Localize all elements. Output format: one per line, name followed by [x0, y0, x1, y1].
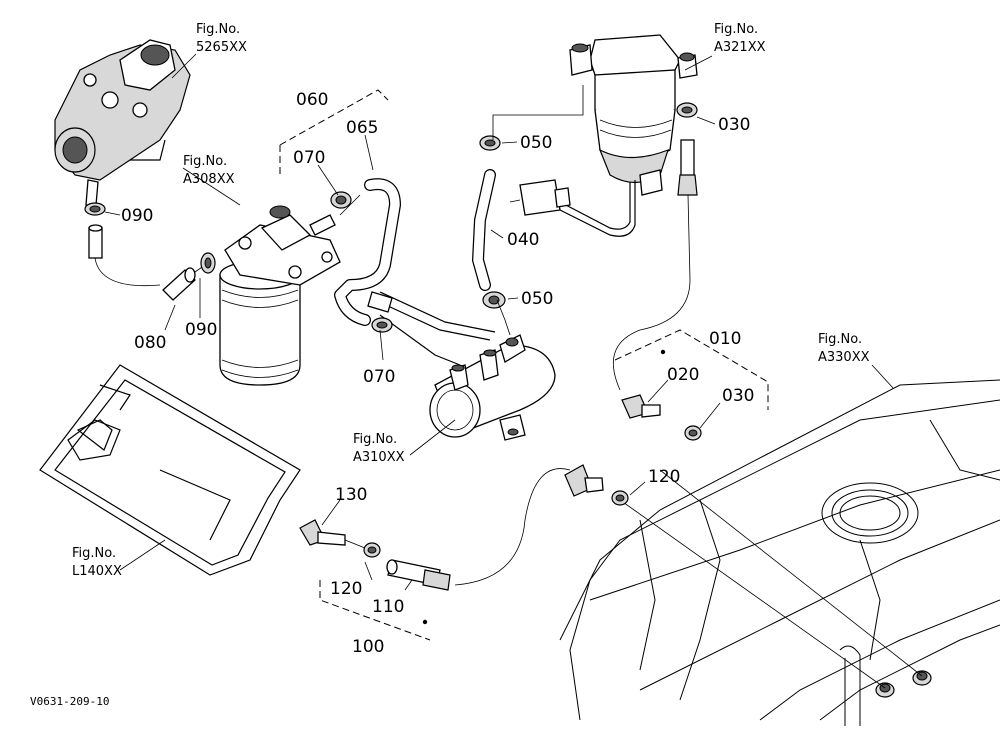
- fuel-pump-illustration: [367, 291, 556, 441]
- part-label-090-lower[interactable]: 090: [185, 320, 217, 340]
- hose-clamp-120-lower: [363, 542, 381, 558]
- hose-clamp-030-upper: [676, 102, 698, 118]
- part-label-120-lower[interactable]: 120: [330, 579, 362, 599]
- fig-ref-prefix: Fig.No.: [353, 432, 397, 447]
- part-label-070-upper[interactable]: 070: [293, 148, 325, 168]
- hose-clamp-030-lower: [684, 425, 702, 441]
- cover-plate-illustration: [39, 364, 301, 576]
- water-separator-illustration: [509, 34, 698, 237]
- short-hose-030-upper: [677, 139, 698, 196]
- fig-ref-number: 5265XX: [196, 40, 247, 55]
- diagram-code: V0631-209-10: [30, 695, 109, 708]
- fig-ref-prefix: Fig.No.: [183, 154, 227, 169]
- fuel-hose-joint-020: [621, 394, 661, 419]
- part-label-060[interactable]: 060: [296, 90, 328, 110]
- fig-ref-a330[interactable]: Fig.No. A330XX: [818, 332, 870, 365]
- fig-ref-number: A308XX: [183, 172, 235, 187]
- fig-ref-number: A321XX: [714, 40, 766, 55]
- hose-clamp-050-upper: [479, 135, 501, 151]
- part-label-050-upper[interactable]: 050: [520, 133, 552, 153]
- fig-ref-number: A310XX: [353, 450, 405, 465]
- hose-clamp-070-lower: [371, 317, 393, 333]
- part-label-070-lower[interactable]: 070: [363, 367, 395, 387]
- fig-ref-5265[interactable]: Fig.No. 5265XX: [196, 22, 247, 55]
- part-label-130[interactable]: 130: [335, 485, 367, 505]
- part-label-030-lower[interactable]: 030: [722, 386, 754, 406]
- fuel-hose-joint-tank: [564, 464, 604, 497]
- part-labels: 060 065 070 090 080 090 070 050 040 050 …: [121, 90, 754, 657]
- fig-ref-prefix: Fig.No.: [818, 332, 862, 347]
- part-label-065[interactable]: 065: [346, 118, 378, 138]
- fig-ref-a310[interactable]: Fig.No. A310XX: [353, 432, 405, 465]
- fig-ref-number: L140XX: [72, 564, 122, 579]
- fig-ref-prefix: Fig.No.: [196, 22, 240, 37]
- fig-ref-number: A330XX: [818, 350, 870, 365]
- hose-clamp-120-upper: [611, 490, 629, 506]
- part-label-040[interactable]: 040: [507, 230, 539, 250]
- part-label-110[interactable]: 110: [372, 597, 404, 617]
- injection-pump-illustration: [54, 39, 191, 206]
- fuel-filter-illustration: [219, 205, 341, 386]
- part-label-030-upper[interactable]: 030: [718, 115, 750, 135]
- part-label-050-lower[interactable]: 050: [521, 289, 553, 309]
- part-label-100[interactable]: 100: [352, 637, 384, 657]
- fig-ref-a308[interactable]: Fig.No. A308XX: [183, 154, 235, 187]
- part-label-080[interactable]: 080: [134, 333, 166, 353]
- hose-clamp-050-lower: [482, 291, 506, 309]
- bolt-icon: [875, 682, 895, 698]
- part-label-020[interactable]: 020: [667, 365, 699, 385]
- part-label-090-upper[interactable]: 090: [121, 206, 153, 226]
- hose-clamp-090-lower: [200, 252, 216, 274]
- fuel-hose-110: [386, 559, 451, 591]
- fig-ref-a321[interactable]: Fig.No. A321XX: [714, 22, 766, 55]
- fuel-tank-illustration: [559, 379, 1000, 726]
- fig-ref-prefix: Fig.No.: [714, 22, 758, 37]
- bolt-icon: [912, 670, 932, 686]
- fig-ref-prefix: Fig.No.: [72, 546, 116, 561]
- fuel-hose-065: [334, 178, 401, 326]
- leader-lines: [104, 53, 894, 591]
- fuel-hose-joint-130: [299, 519, 346, 546]
- part-label-010[interactable]: 010: [709, 329, 741, 349]
- hose-clamp-090-upper: [84, 202, 106, 216]
- short-hose-upper: [88, 224, 103, 259]
- short-hose-080: [162, 267, 196, 301]
- fuel-hose-040: [472, 169, 496, 291]
- part-label-120-upper[interactable]: 120: [648, 467, 680, 487]
- fig-ref-l140[interactable]: Fig.No. L140XX: [72, 546, 122, 579]
- hose-clamp-070-upper: [330, 191, 352, 209]
